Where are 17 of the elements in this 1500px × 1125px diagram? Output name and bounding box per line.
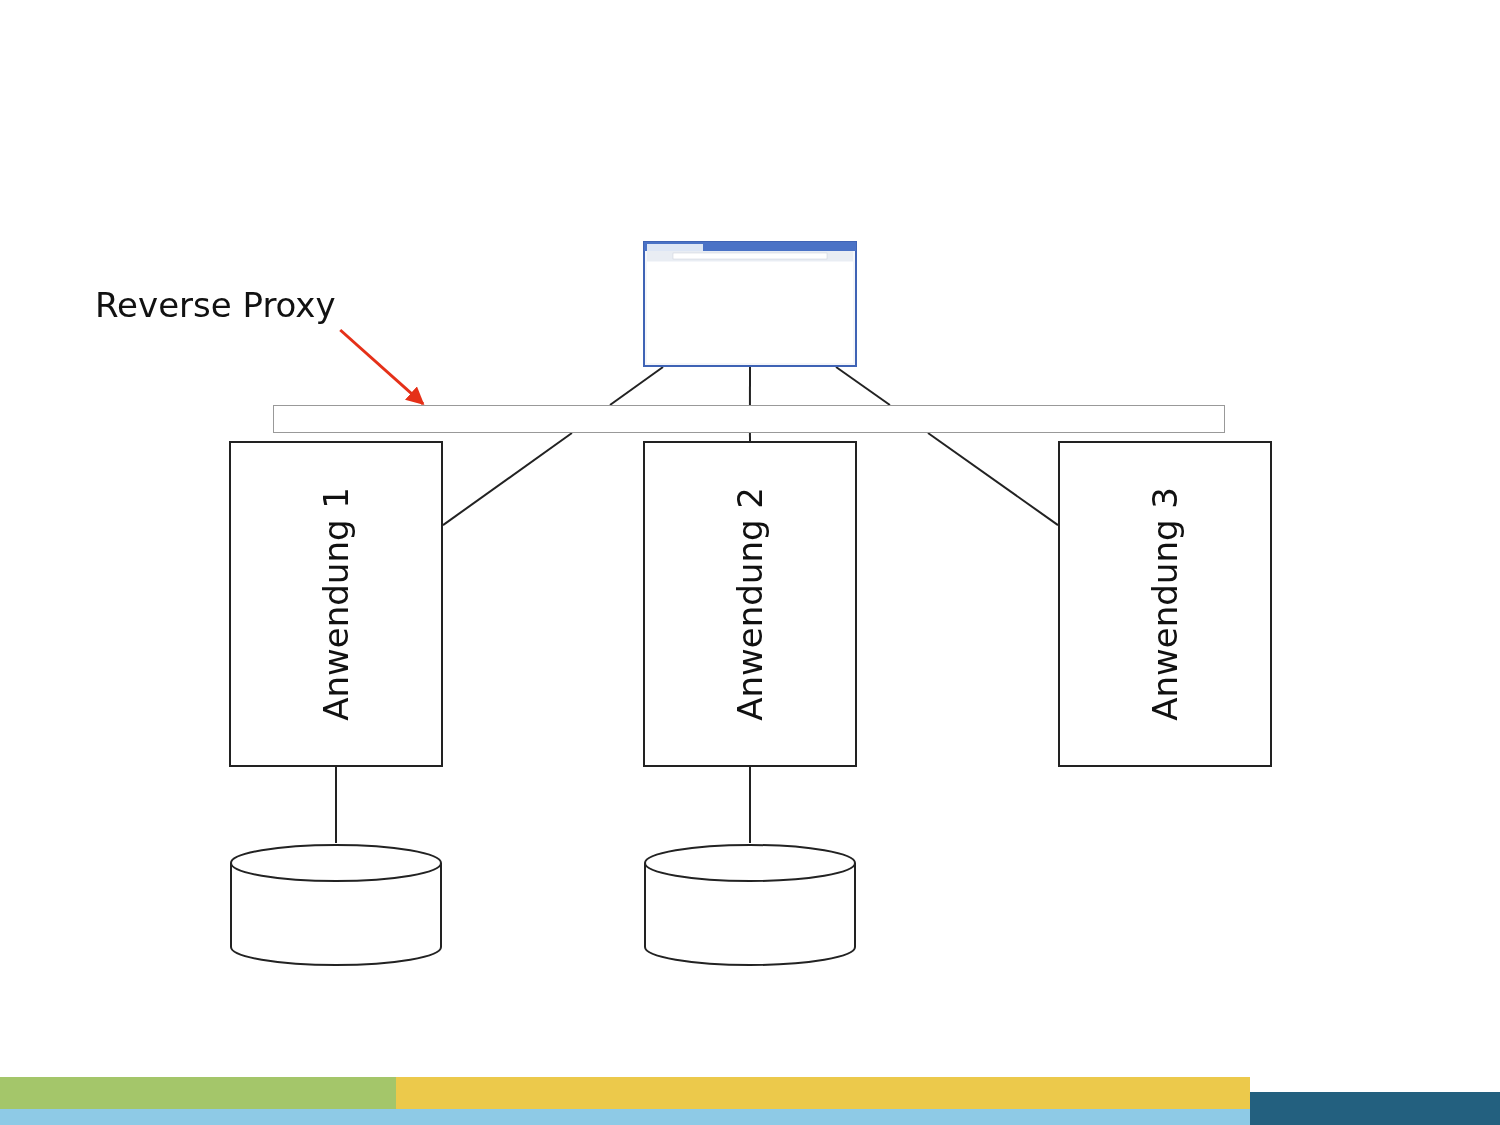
connector-line — [442, 432, 573, 527]
connector-line — [927, 432, 1059, 527]
callout-label: Reverse Proxy — [95, 285, 336, 325]
box-label: Anwendung 3 — [1145, 487, 1185, 721]
application-box — [643, 441, 857, 767]
application-box — [229, 441, 443, 767]
connector-line — [749, 766, 751, 844]
connector-line — [609, 366, 664, 406]
box-label: Anwendung 1 — [316, 487, 356, 721]
connector-line — [748, 366, 751, 406]
application-box — [1058, 441, 1272, 767]
connector-line — [335, 766, 337, 844]
proxy-bar — [273, 405, 1225, 433]
box-label: Anwendung 2 — [730, 487, 770, 721]
connector-line — [835, 366, 891, 406]
connector-line — [748, 432, 751, 442]
leader-arrow — [339, 328, 425, 406]
